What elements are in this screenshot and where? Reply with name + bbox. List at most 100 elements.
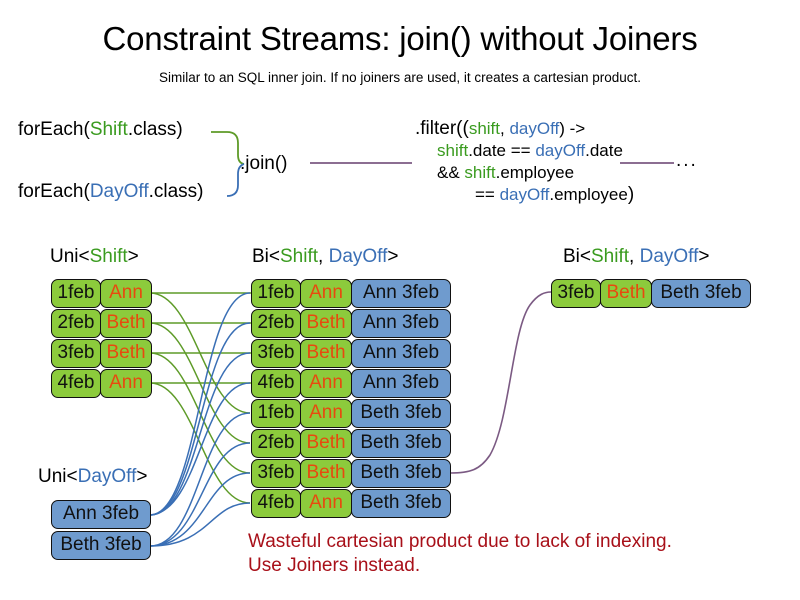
bi-date: 1feb <box>257 282 295 303</box>
uni-shift-date-card: 3feb <box>51 339 101 368</box>
header-bi-right-pre: Bi< <box>563 246 591 267</box>
uni-shift-employee: Beth <box>106 342 146 363</box>
uni-shift-employee: Beth <box>106 312 146 333</box>
bi-dayoff-card: Beth 3feb <box>351 489 451 518</box>
bi-result-dayoff-card: Beth 3feb <box>651 279 751 308</box>
filter-l4-end: .employee <box>549 185 628 204</box>
bi-date: 1feb <box>257 402 295 423</box>
bi-date-card: 3feb <box>251 339 301 368</box>
bi-dayoff: Ann 3feb <box>362 342 440 363</box>
warning-line-1: Wasteful cartesian product due to lack o… <box>248 531 672 552</box>
header-bi-right-sep: , <box>629 246 640 267</box>
bi-result-dayoff: Beth 3feb <box>660 282 742 303</box>
bi-employee: Beth <box>306 432 346 453</box>
bi-employee-card: Ann <box>300 369 352 398</box>
header-bi-right: Bi<Shift, DayOff> <box>563 246 709 268</box>
bi-employee-card: Ann <box>300 489 352 518</box>
header-bi-middle-type1: Shift <box>280 246 319 267</box>
header-bi-right-post: > <box>698 246 710 267</box>
warning-line-2: Use Joiners instead. <box>248 555 421 576</box>
bi-dayoff-card: Ann 3feb <box>351 309 451 338</box>
bi-employee: Ann <box>309 492 343 513</box>
page-title: Constraint Streams: join() without Joine… <box>102 20 698 57</box>
bi-result-date: 3feb <box>557 282 595 303</box>
bi-dayoff-card: Ann 3feb <box>351 369 451 398</box>
filter-param-dayoff: dayOff <box>509 119 560 138</box>
header-uni-shift-type: Shift <box>89 246 128 267</box>
warning-text: Wasteful cartesian product due to lack o… <box>248 530 672 578</box>
header-uni-dayoff-post: > <box>136 466 148 487</box>
filter-expression: .filter((shift, dayOff) -> shift.date ==… <box>415 118 634 206</box>
filter-l2-mid: .date == <box>468 141 536 160</box>
ellipsis-continuation: ... <box>676 150 698 171</box>
foreach-dayoff-type: DayOff <box>89 181 149 202</box>
bi-employee-card: Ann <box>300 279 352 308</box>
bi-employee: Beth <box>306 342 346 363</box>
bi-result-date-card: 3feb <box>551 279 601 308</box>
uni-shift-employee: Ann <box>109 282 143 303</box>
bi-employee-card: Beth <box>300 429 352 458</box>
bi-result-employee: Beth <box>606 282 646 303</box>
uni-dayoff-label: Ann 3feb <box>62 503 140 524</box>
header-uni-dayoff-pre: Uni< <box>38 466 78 487</box>
bi-date-card: 2feb <box>251 309 301 338</box>
uni-shift-employee-card: Ann <box>100 369 152 398</box>
bi-date-card: 3feb <box>251 459 301 488</box>
bi-date-card: 1feb <box>251 399 301 428</box>
bi-dayoff: Beth 3feb <box>360 402 442 423</box>
uni-shift-date: 3feb <box>57 342 95 363</box>
bi-employee: Ann <box>309 402 343 423</box>
bi-employee-card: Beth <box>300 339 352 368</box>
foreach-dayoff-pre: forEach( <box>18 181 90 202</box>
filter-l3-and: && <box>437 163 465 182</box>
filter-line-3: && shift.employee <box>415 162 634 184</box>
foreach-dayoff-expression: forEach(DayOff.class) <box>18 180 204 204</box>
uni-dayoff-card: Ann 3feb <box>51 500 151 529</box>
header-uni-shift-post: > <box>127 246 139 267</box>
header-uni-shift: Uni<Shift> <box>50 246 139 268</box>
bi-result-employee-card: Beth <box>600 279 652 308</box>
bi-dayoff-card: Ann 3feb <box>351 339 451 368</box>
bi-dayoff-card: Beth 3feb <box>351 459 451 488</box>
header-bi-right-type1: Shift <box>591 246 630 267</box>
filter-param-shift: shift <box>468 119 501 138</box>
bi-date-card: 4feb <box>251 489 301 518</box>
bi-dayoff-card: Beth 3feb <box>351 429 451 458</box>
bi-date-card: 4feb <box>251 369 301 398</box>
uni-dayoff-label: Beth 3feb <box>60 534 142 555</box>
filter-line-1: .filter((shift, dayOff) -> <box>415 118 634 140</box>
filter-param-comma: , <box>500 119 510 138</box>
foreach-shift-type: Shift <box>89 119 128 140</box>
bi-employee: Beth <box>306 312 346 333</box>
bi-employee-card: Beth <box>300 309 352 338</box>
page-subtitle: Similar to an SQL inner join. If no join… <box>159 70 641 85</box>
filter-arrow: ) -> <box>559 119 586 138</box>
filter-l4-eq: == <box>475 185 500 204</box>
bi-employee: Ann <box>309 282 343 303</box>
header-bi-middle-sep: , <box>318 246 329 267</box>
filter-l2-end: .date <box>585 141 623 160</box>
filter-l4-dayoff: dayOff <box>499 185 550 204</box>
bi-dayoff: Ann 3feb <box>362 312 440 333</box>
uni-shift-employee-card: Beth <box>100 309 152 338</box>
filter-line-4: == dayOff.employee) <box>415 184 634 206</box>
bi-date: 4feb <box>257 372 295 393</box>
bi-employee: Ann <box>309 372 343 393</box>
bi-date: 2feb <box>257 432 295 453</box>
bi-employee-card: Beth <box>300 459 352 488</box>
bi-dayoff-card: Beth 3feb <box>351 399 451 428</box>
header-uni-shift-pre: Uni< <box>50 246 90 267</box>
uni-shift-date: 1feb <box>57 282 95 303</box>
bi-dayoff: Beth 3feb <box>360 432 442 453</box>
filter-l3-shift: shift <box>464 163 496 182</box>
header-uni-dayoff-type: DayOff <box>77 466 137 487</box>
header-bi-middle: Bi<Shift, DayOff> <box>252 246 398 268</box>
uni-shift-employee: Ann <box>109 372 143 393</box>
foreach-shift-expression: forEach(Shift.class) <box>18 118 183 142</box>
foreach-shift-post: .class) <box>127 119 183 140</box>
header-bi-middle-post: > <box>387 246 399 267</box>
filter-open: .filter(( <box>415 118 469 139</box>
uni-shift-employee-card: Ann <box>100 279 152 308</box>
uni-shift-date-card: 1feb <box>51 279 101 308</box>
